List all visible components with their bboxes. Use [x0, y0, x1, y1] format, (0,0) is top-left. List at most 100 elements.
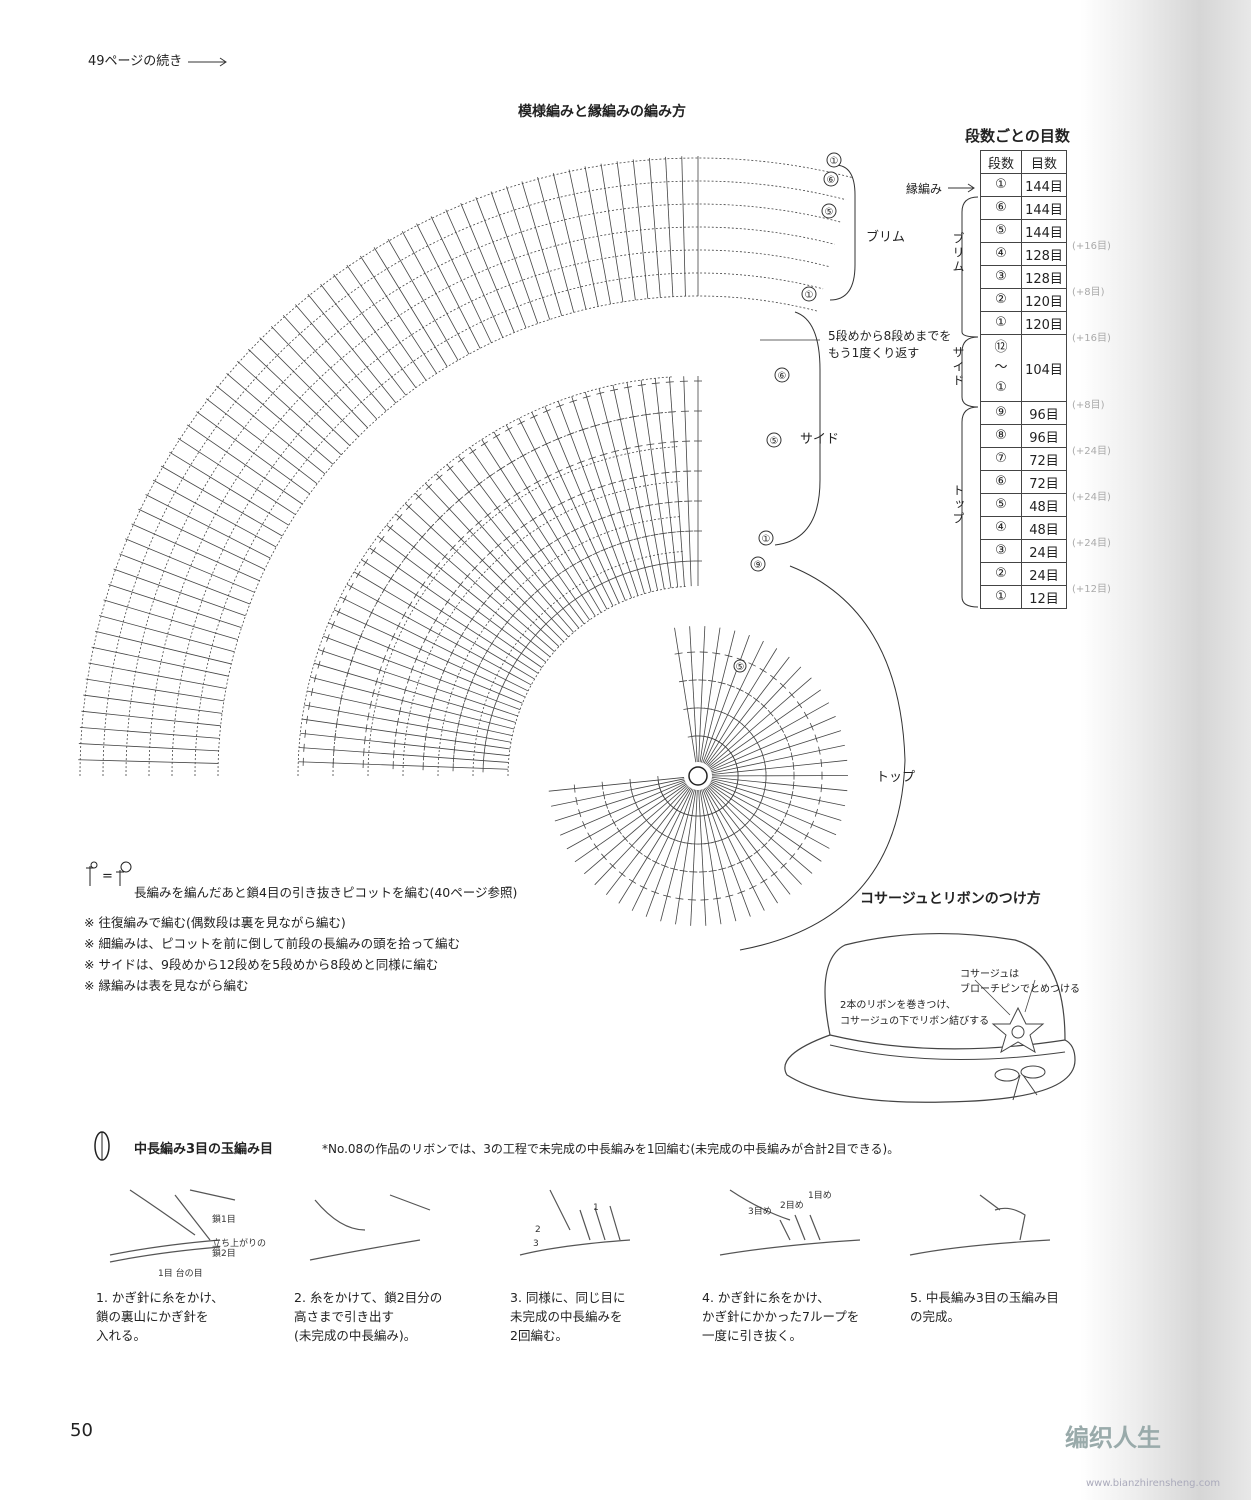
puff-step-5: 5. 中長編み3目の玉編み目 の完成。 [910, 1290, 1059, 1324]
brim-label: ブリム [866, 230, 906, 245]
puff-step-4: 4. かぎ針に糸をかけ、 かぎ針にかかった7ループを 一度に引き抜く。 [702, 1290, 860, 1343]
table-section-top: トップ [951, 484, 965, 526]
picot-legend: 長編みを編んだあと鎖4目の引き抜きピコットを編む(40ページ参照) [134, 885, 518, 900]
table-header-count-col: 目数 [1021, 150, 1067, 174]
row-number: ⑤ [980, 219, 1022, 243]
puff-step-3: 3. 同様に、同じ目に 未完成の中長編みを 2回編む。 [510, 1290, 626, 1343]
puff-step-1: 1. かぎ針に糸をかけ、 鎖の裏山にかぎ針を 入れる。 [96, 1290, 224, 1343]
stitch-count: 48目 [1021, 493, 1067, 517]
svg-text:1目め: 1目め [808, 1190, 832, 1201]
brim-bracket [829, 164, 856, 301]
row-number: ③ [980, 265, 1022, 289]
stitch-count: 120目 [1021, 311, 1067, 335]
table-section-side: サイド [951, 346, 965, 388]
row-number: ⑨ [980, 401, 1022, 425]
table-section-brackets [961, 196, 979, 608]
puff-stitch-symbol-icon [94, 1131, 110, 1161]
row-number: ① [980, 585, 1022, 609]
stitch-count: 48目 [1021, 516, 1067, 540]
stitch-count: 24目 [1021, 562, 1067, 586]
svg-text:⑤: ⑤ [770, 436, 779, 447]
stitch-count: 144目 [1021, 219, 1067, 243]
svg-text:3目め: 3目め [748, 1206, 772, 1217]
svg-text:①: ① [762, 534, 771, 545]
row-number: ⑥ [980, 470, 1022, 494]
edge-label: 縁編み [906, 182, 943, 196]
corsage-title: コサージュとリボンのつけ方 [860, 891, 1041, 907]
brim-round-markers: ① ⑥ ⑤ ① ⑥ ⑤ ① ⑨ ⑤ [733, 152, 842, 673]
puff-steps-illustrations: 鎖1目 立ち上がりの 鎖2目 1目 台の目 1 2 3 3目め 2目め 1目め [109, 1189, 1051, 1279]
stitch-count: 120目 [1021, 288, 1067, 312]
table-header-row-col: 段数 [980, 150, 1022, 174]
row-number: ⑦ [980, 447, 1022, 471]
row-number: ③ [980, 539, 1022, 563]
svg-text:⑥: ⑥ [827, 175, 836, 186]
svg-text:①: ① [830, 156, 839, 167]
stitch-count: 128目 [1021, 242, 1067, 266]
increase-note: (+24目) [1072, 446, 1111, 457]
svg-text:⑤: ⑤ [825, 207, 834, 218]
brim-chart [78, 156, 852, 777]
continued-from-header: 49ページの続き [88, 50, 230, 69]
increase-note: (+8目) [1072, 287, 1105, 298]
svg-text:⑥: ⑥ [778, 371, 787, 382]
top-bracket [739, 565, 906, 951]
puff-step-2: 2. 糸をかけて、鎖2目分の 高さまで引き出す (未完成の中長編み)。 [294, 1290, 443, 1343]
row-number: ⑧ [980, 424, 1022, 448]
page-gutter-shadow [1080, 0, 1251, 1500]
row-number: ② [980, 562, 1022, 586]
increase-note: (+16目) [1072, 241, 1111, 252]
puff-title: 中長編み3目の玉編み目 [134, 1142, 274, 1157]
svg-text:鎖1目: 鎖1目 [212, 1213, 236, 1225]
stitch-count: 24目 [1021, 539, 1067, 563]
stitch-count: 144目 [1021, 173, 1067, 197]
svg-text:1目 台の目: 1目 台の目 [158, 1267, 203, 1279]
repeat-note: 5段めから8段めまでを もう1度くり返す [828, 329, 952, 360]
note-item: ※ 往復編みで編む(偶数段は裏を見ながら編む) [84, 915, 346, 930]
picot-symbol-icon: = [86, 861, 132, 886]
diagram-title: 模様編みと縁編みの編み方 [518, 104, 686, 120]
top-label: トップ [876, 770, 916, 785]
notes-list: ※ 往復編みで編む(偶数段は裏を見ながら編む) ※ 細編みは、ピコットを前に倒し… [84, 912, 460, 996]
row-number: ① [980, 173, 1022, 197]
side-bracket [774, 311, 821, 546]
note-item: ※ 縁編みは表を見ながら編む [84, 978, 249, 993]
ribbon-note: 2本のリボンを巻きつけ、コサージュの下でリボン結びする [840, 1000, 990, 1027]
corsage-pin-note: コサージュはブローチピンでとめつける [960, 969, 1080, 995]
row-number: ① [980, 311, 1022, 335]
stitch-count: 12目 [1021, 585, 1067, 609]
svg-text:3: 3 [533, 1239, 539, 1249]
svg-text:2: 2 [535, 1225, 541, 1235]
stitch-count: 104目 [1021, 334, 1067, 402]
increase-note: (+24目) [1072, 492, 1111, 503]
svg-text:⑤: ⑤ [736, 662, 745, 673]
magic-ring-icon [688, 766, 708, 786]
table-title: 段数ごとの目数 [965, 127, 1070, 145]
svg-text:鎖2目: 鎖2目 [212, 1247, 236, 1259]
watermark-logo: 编织人生 [1065, 1424, 1161, 1452]
side-chart [297, 376, 702, 777]
table-header-row: 段数 目数 [980, 150, 1067, 174]
note-item: ※ 細編みは、ピコットを前に倒して前段の長編みの頭を拾って編む [84, 936, 460, 951]
svg-text:⑨: ⑨ [754, 560, 763, 571]
hat-illustration [784, 932, 1076, 1103]
svg-text:立ち上がりの: 立ち上がりの [212, 1237, 266, 1249]
arrow-right-icon [188, 57, 228, 66]
page-number: 50 [70, 1420, 93, 1441]
row-number: ④ [980, 242, 1022, 266]
stitch-count: 96目 [1021, 424, 1067, 448]
stitch-count: 144目 [1021, 196, 1067, 220]
row-number: ⑥ [980, 196, 1022, 220]
stitch-count: 128目 [1021, 265, 1067, 289]
